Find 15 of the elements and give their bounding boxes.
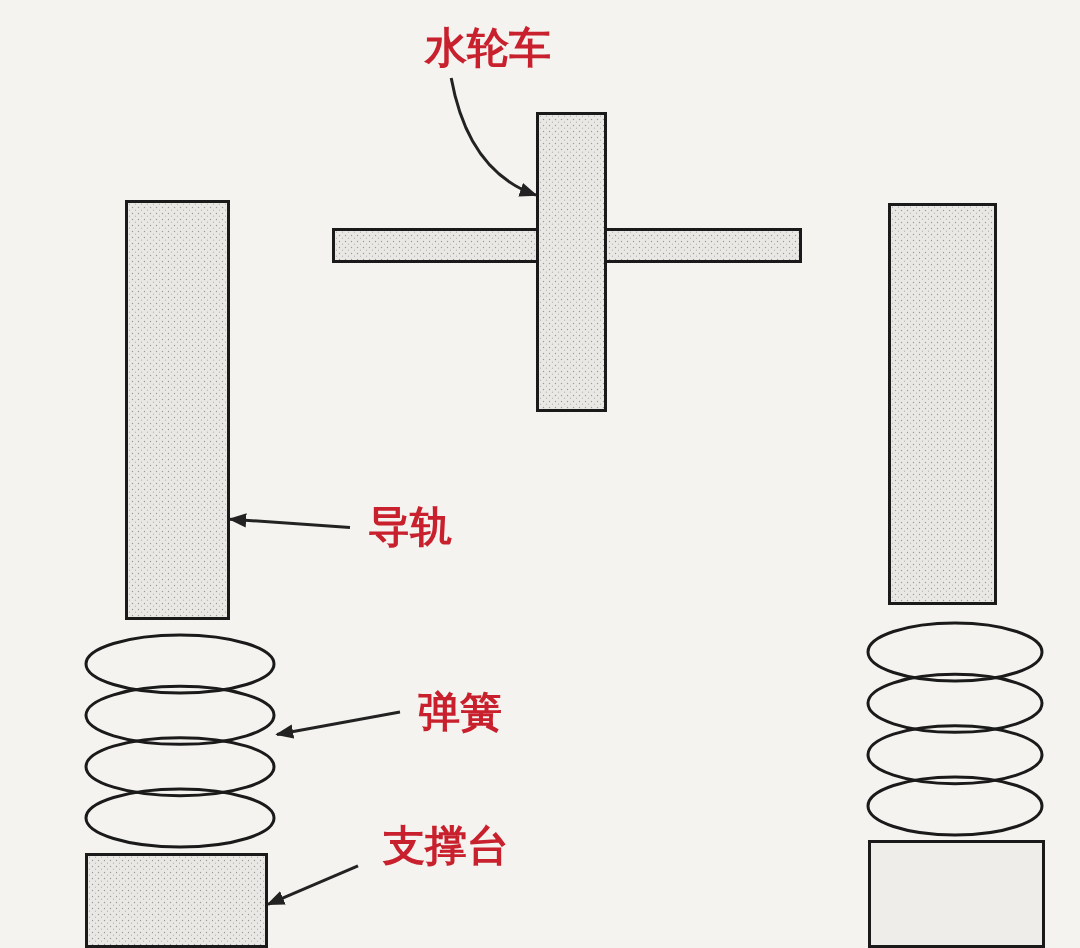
part-label: 弹簧 (400, 682, 520, 742)
leader-line (228, 513, 351, 529)
leader-line (275, 710, 401, 739)
support-block (85, 853, 268, 948)
leader-line (449, 77, 538, 197)
cart-bar (536, 112, 607, 412)
support-block (868, 840, 1045, 948)
leader-line (266, 864, 359, 906)
guide-rail (125, 200, 230, 620)
part-label: 水轮车 (405, 18, 570, 78)
part-label: 导轨 (350, 500, 470, 555)
guide-rail (888, 203, 997, 605)
spring-drawing (83, 632, 277, 850)
spring-drawing (865, 620, 1045, 838)
part-label: 支撑台 (358, 815, 533, 877)
